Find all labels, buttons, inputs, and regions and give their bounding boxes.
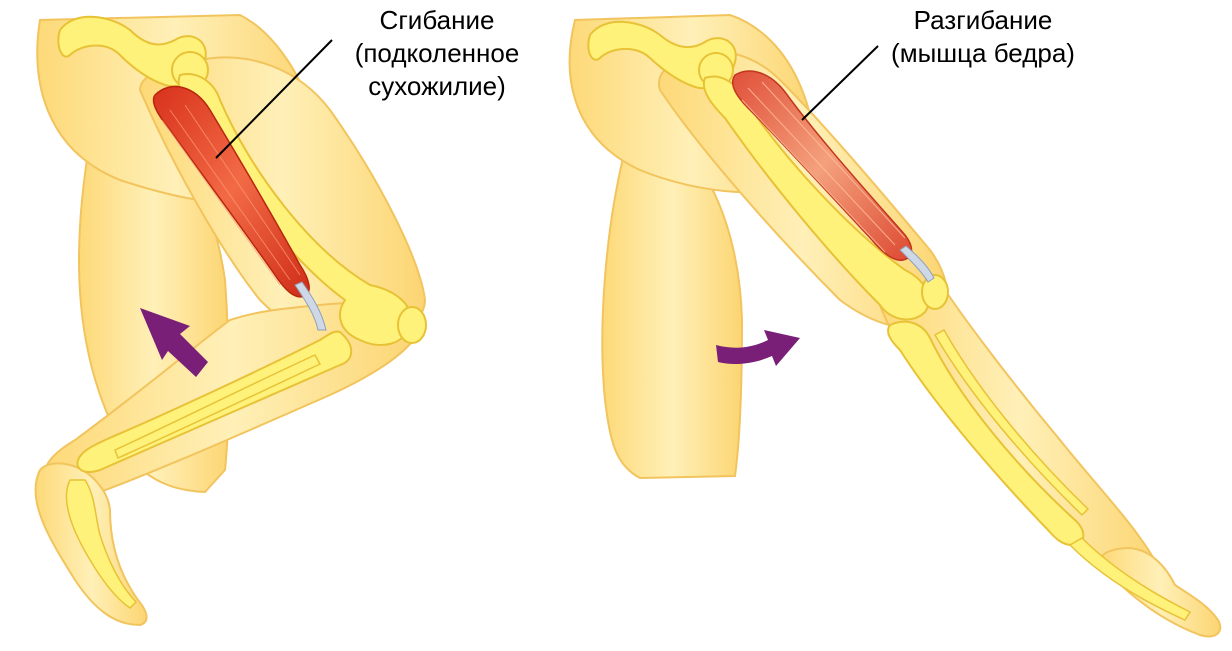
flexion-label-line-1: Сгибание <box>322 4 552 37</box>
flexion-label-line-2: (подколенное <box>322 37 552 70</box>
flexion-label-line-3: сухожилие) <box>322 70 552 103</box>
extension-foot <box>1100 548 1220 637</box>
extension-label-line-2: (мышца бедра) <box>858 37 1108 70</box>
flexion-label: Сгибание (подколенное сухожилие) <box>322 4 552 103</box>
flexion-patella <box>398 307 426 343</box>
extension-label-line-1: Разгибание <box>858 4 1108 37</box>
extension-patella <box>922 275 948 309</box>
extension-panel <box>570 15 1221 637</box>
flexion-panel <box>35 15 426 625</box>
extension-back-leg <box>602 150 742 478</box>
extension-label: Разгибание (мышца бедра) <box>858 4 1108 70</box>
